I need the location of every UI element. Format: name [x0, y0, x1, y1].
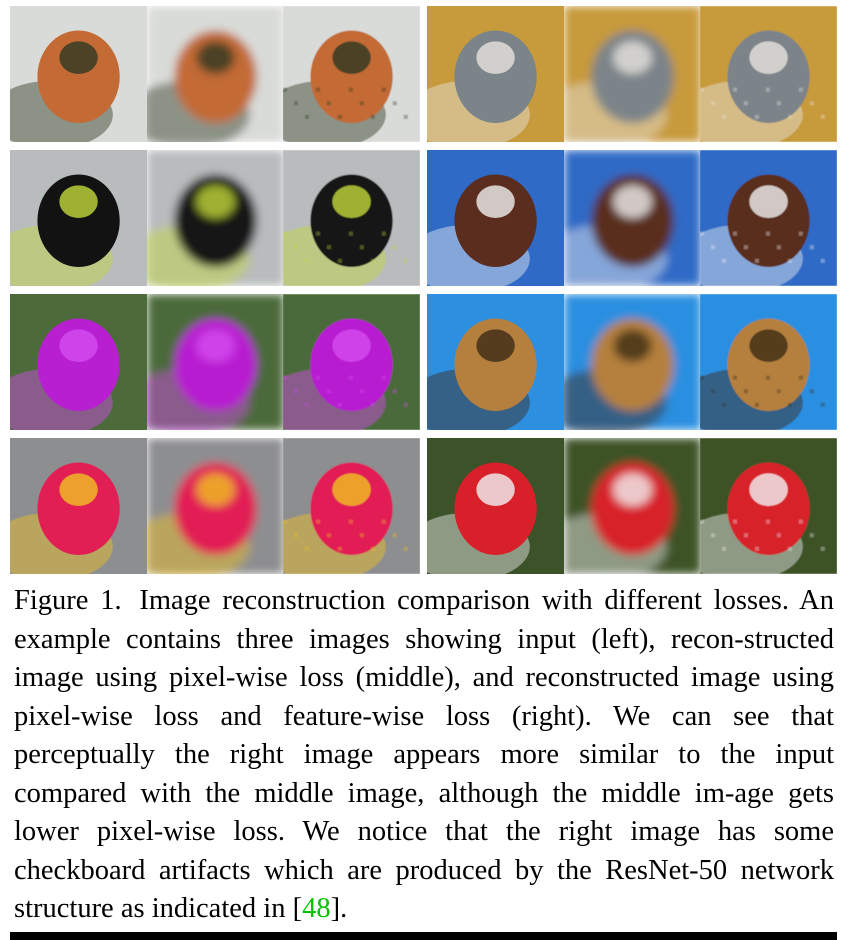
- image-panel-mushroom: [427, 438, 837, 574]
- parrot-pixel-loss-image: [563, 6, 701, 142]
- bird-feature-loss-image: [283, 6, 420, 142]
- citation-close: ].: [330, 893, 348, 924]
- musicians-feature-loss-image: [700, 150, 837, 286]
- caption-label: Figure 1.: [14, 585, 122, 616]
- image-panel-thistle: [10, 294, 420, 430]
- thistle-pixel-loss-image: [146, 294, 284, 430]
- jaguar-input-image: [427, 294, 565, 430]
- image-panel-musicians: [427, 150, 837, 286]
- thistle-feature-loss-image: [283, 294, 420, 430]
- child-tricycle-pixel-loss-image: [146, 438, 284, 574]
- parrot-feature-loss-image: [700, 6, 837, 142]
- musicians-pixel-loss-image: [563, 150, 701, 286]
- bird-pixel-loss-image: [146, 6, 284, 142]
- image-grid: [10, 6, 837, 574]
- caption-text: Image reconstruction comparison with dif…: [14, 585, 834, 924]
- mushroom-input-image: [427, 438, 565, 574]
- mushroom-feature-loss-image: [700, 438, 837, 574]
- figure-caption: Figure 1. Image reconstruction compariso…: [14, 582, 834, 929]
- citation-link[interactable]: 48: [302, 893, 331, 924]
- parrot-input-image: [427, 6, 565, 142]
- microwave-input-image: [10, 150, 148, 286]
- jaguar-feature-loss-image: [700, 294, 837, 430]
- jaguar-pixel-loss-image: [563, 294, 701, 430]
- image-panel-microwave: [10, 150, 420, 286]
- page-rule: [10, 932, 837, 940]
- bird-input-image: [10, 6, 148, 142]
- child-tricycle-input-image: [10, 438, 148, 574]
- citation-open: [: [292, 893, 303, 924]
- image-panel-parrot: [427, 6, 837, 142]
- image-panel-bird: [10, 6, 420, 142]
- microwave-feature-loss-image: [283, 150, 420, 286]
- mushroom-pixel-loss-image: [563, 438, 701, 574]
- microwave-pixel-loss-image: [146, 150, 284, 286]
- thistle-input-image: [10, 294, 148, 430]
- image-panel-child-tricycle: [10, 438, 420, 574]
- child-tricycle-feature-loss-image: [283, 438, 420, 574]
- image-panel-jaguar: [427, 294, 837, 430]
- musicians-input-image: [427, 150, 565, 286]
